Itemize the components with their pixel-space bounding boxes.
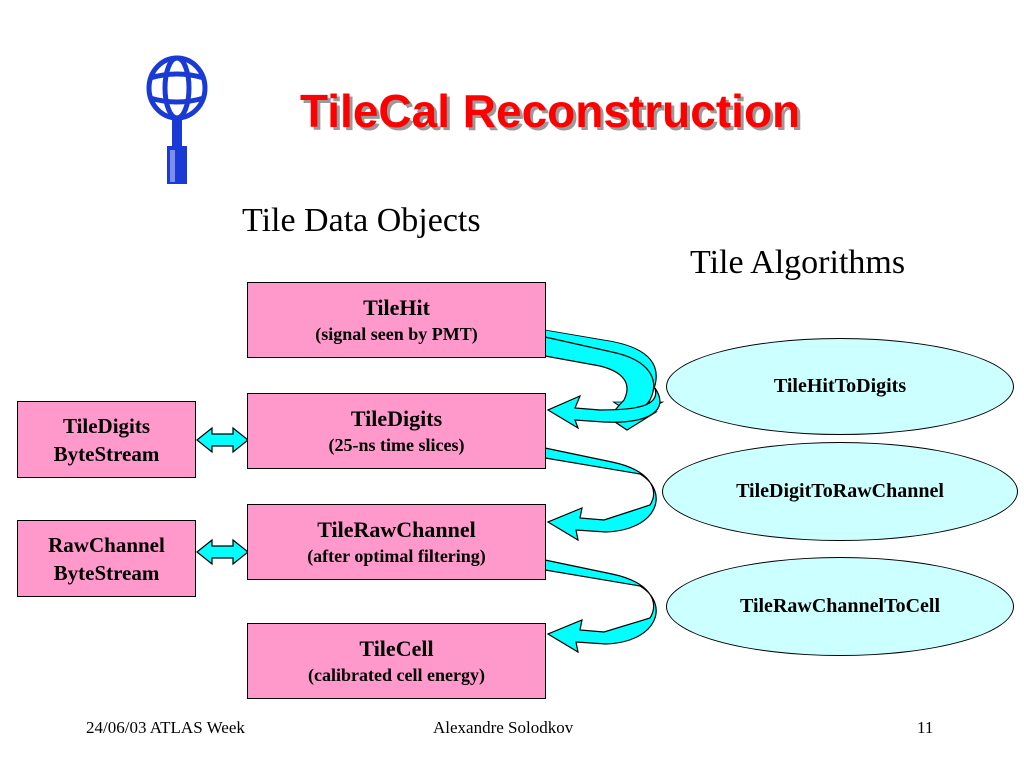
double-arrow-icon xyxy=(196,426,249,454)
footer-page-number: 11 xyxy=(917,718,934,737)
bytestream-line1: TileDigits xyxy=(62,413,151,438)
object-box-tiledigits: TileDigits (25-ns time slices) xyxy=(247,393,546,469)
object-name: TileHit xyxy=(363,295,430,320)
curved-arrow-icon xyxy=(544,336,658,431)
curved-arrow-icon xyxy=(544,559,657,654)
footer-author: Alexandre Solodkov xyxy=(433,718,574,737)
double-arrow-icon xyxy=(196,538,249,566)
curved-arrow-icon xyxy=(546,387,661,430)
object-desc: (25-ns time slices) xyxy=(328,435,465,455)
bytestream-line1: RawChannel xyxy=(48,532,165,557)
algorithm-tilehittodigits: TileHitToDigits xyxy=(666,338,1014,435)
object-desc: (signal seen by PMT) xyxy=(315,324,478,344)
object-name: TileCell xyxy=(359,636,434,661)
bytestream-line2: ByteStream xyxy=(53,560,160,585)
heading-algorithms: Tile Algorithms xyxy=(690,244,906,281)
object-box-tilehit: TileHit (signal seen by PMT) xyxy=(247,282,546,358)
algorithm-tilerawchanneltocell: TileRawChannelToCell xyxy=(666,557,1014,656)
object-name: TileDigits xyxy=(350,406,443,431)
object-name: TileRawChannel xyxy=(317,517,476,542)
curved-arrow-icon xyxy=(544,447,657,542)
object-desc: (calibrated cell energy) xyxy=(308,665,485,685)
object-box-tilerawchannel: TileRawChannel (after optimal filtering) xyxy=(247,504,546,580)
bytestream-line2: ByteStream xyxy=(53,441,160,466)
bytestream-box-tiledigits: TileDigits ByteStream xyxy=(17,401,196,478)
heading-data-objects: Tile Data Objects xyxy=(242,202,481,239)
slide-title: TileCal Reconstruction xyxy=(300,85,801,137)
algorithm-tiledigittorawchannel: TileDigitToRawChannel xyxy=(662,442,1018,541)
bytestream-box-rawchannel: RawChannel ByteStream xyxy=(17,520,196,597)
footer-date-event: 24/06/03 ATLAS Week xyxy=(86,718,245,737)
object-box-tilecell: TileCell (calibrated cell energy) xyxy=(247,623,546,699)
object-desc: (after optimal filtering) xyxy=(307,546,486,566)
